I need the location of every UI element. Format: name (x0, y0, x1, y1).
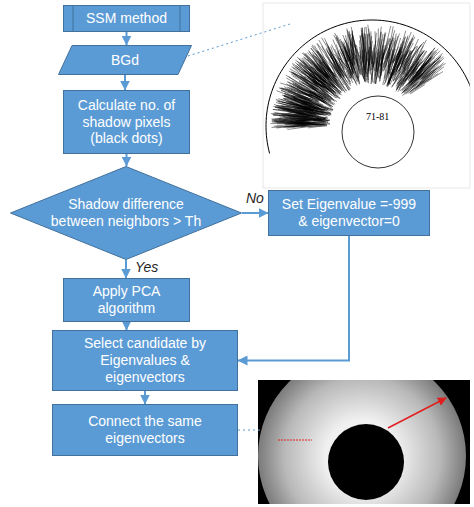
leader-line (188, 24, 290, 56)
node-text: Apply PCA algorithm (72, 283, 181, 317)
decision-diamond: Shadow difference between neighbors > Th (10, 166, 242, 260)
process-box: Calculate no. of shadow pixels (black do… (63, 90, 190, 154)
process-box: Set Eigenvalue =-999 & eigenvector=0 (268, 190, 430, 236)
flow-arrow (144, 391, 146, 404)
flow-arrow (126, 322, 128, 330)
branch-label: No (244, 190, 266, 207)
process-box: Select candidate by Eigenvalues & eigenv… (52, 330, 238, 391)
image-label: 71-81 (365, 111, 390, 122)
node-text: Connect the same eigenvectors (61, 413, 229, 447)
node-text: SSM method (86, 10, 167, 27)
node-text: Shadow difference between neighbors > Th (50, 196, 202, 230)
process-box: Apply PCA algorithm (63, 278, 190, 322)
shadow-image (266, 20, 470, 168)
flow-arrow (242, 212, 268, 214)
data-parallelogram: BGd (58, 45, 192, 75)
process-box: Connect the same eigenvectors (52, 404, 238, 456)
node-text: BGd (111, 52, 139, 69)
flow-arrow (125, 260, 127, 278)
node-text: Select candidate by Eigenvalues & eigenv… (61, 335, 229, 385)
flow-arrow (124, 75, 126, 90)
image-frame (263, 3, 470, 188)
node-text: Set Eigenvalue =-999 & eigenvector=0 (277, 196, 421, 230)
branch-label: Yes (133, 259, 160, 276)
predefined-process: SSM method (63, 5, 190, 32)
flow-arrow (126, 32, 128, 45)
node-text: Calculate no. of shadow pixels (black do… (72, 97, 181, 147)
flow-arrow (126, 154, 128, 166)
leader-line (238, 430, 262, 431)
flow-arrow (238, 236, 349, 361)
